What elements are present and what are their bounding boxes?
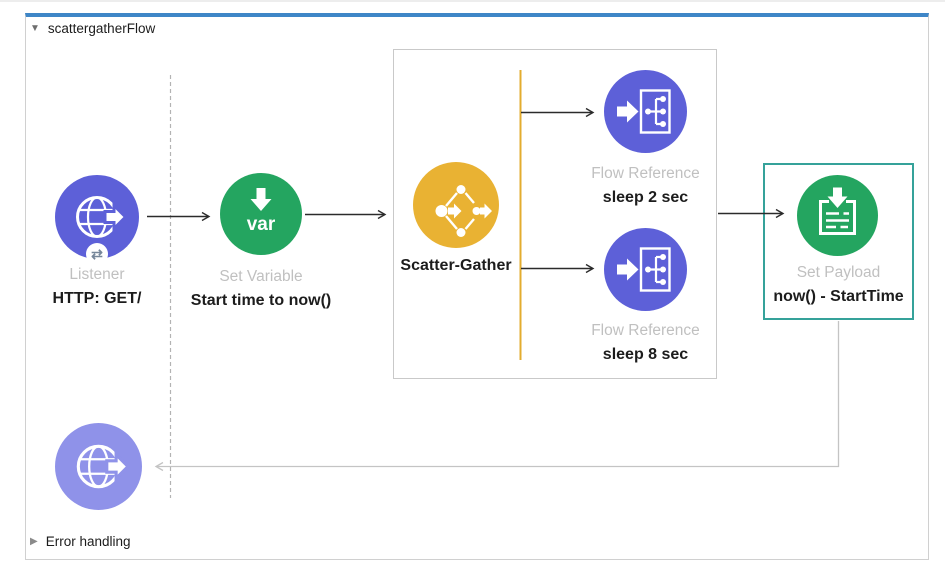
flow-header: ▼ scattergatherFlow: [30, 21, 155, 36]
var-icon-text: var: [247, 214, 276, 235]
set-payload-node[interactable]: [797, 175, 878, 256]
flow-reference-icon: [617, 89, 671, 134]
globe-icon: [76, 196, 128, 238]
flow-reference-1-caption: sleep 2 sec: [602, 188, 689, 206]
expand-triangle-icon[interactable]: ▶: [30, 535, 38, 547]
flow-reference-2-type-label: Flow Reference: [591, 322, 700, 339]
set-payload-icon: [819, 187, 856, 235]
set-variable-type-label: Set Variable: [219, 268, 303, 285]
flow-reference-2-caption: sleep 8 sec: [602, 345, 689, 363]
flow-reference-1-type-label: Flow Reference: [591, 165, 700, 182]
scatter-gather-node[interactable]: [413, 162, 499, 248]
error-handling-label: Error handling: [45, 534, 131, 549]
set-variable-caption: Start time to now(): [190, 291, 332, 309]
set-payload-caption: now() - StartTime: [773, 287, 904, 305]
exchange-badge-glyph: ⇄: [91, 245, 103, 262]
var-icon: var: [247, 188, 276, 235]
scatter-gather-icon: [435, 185, 492, 237]
set-variable-node[interactable]: var: [220, 173, 302, 255]
globe-icon: [76, 444, 131, 489]
top-divider: [0, 0, 945, 2]
response-listener-node[interactable]: [55, 423, 142, 510]
flow-title: scattergatherFlow: [47, 21, 156, 36]
scatter-gather-caption: Scatter-Gather: [400, 257, 512, 274]
flow-reference-2-node[interactable]: [604, 228, 687, 311]
collapse-triangle-icon[interactable]: ▼: [30, 22, 40, 34]
flow-reference-icon: [617, 247, 671, 292]
error-handling-row: ▶ Error handling: [30, 534, 131, 549]
listener-type-label: Listener: [69, 266, 125, 283]
flow-reference-1-node[interactable]: [604, 70, 687, 153]
exchange-badge-icon: ⇄: [86, 243, 108, 265]
set-payload-type-label: Set Payload: [796, 264, 881, 281]
listener-node[interactable]: ⇄: [55, 175, 139, 265]
listener-caption: HTTP: GET/: [52, 289, 142, 307]
